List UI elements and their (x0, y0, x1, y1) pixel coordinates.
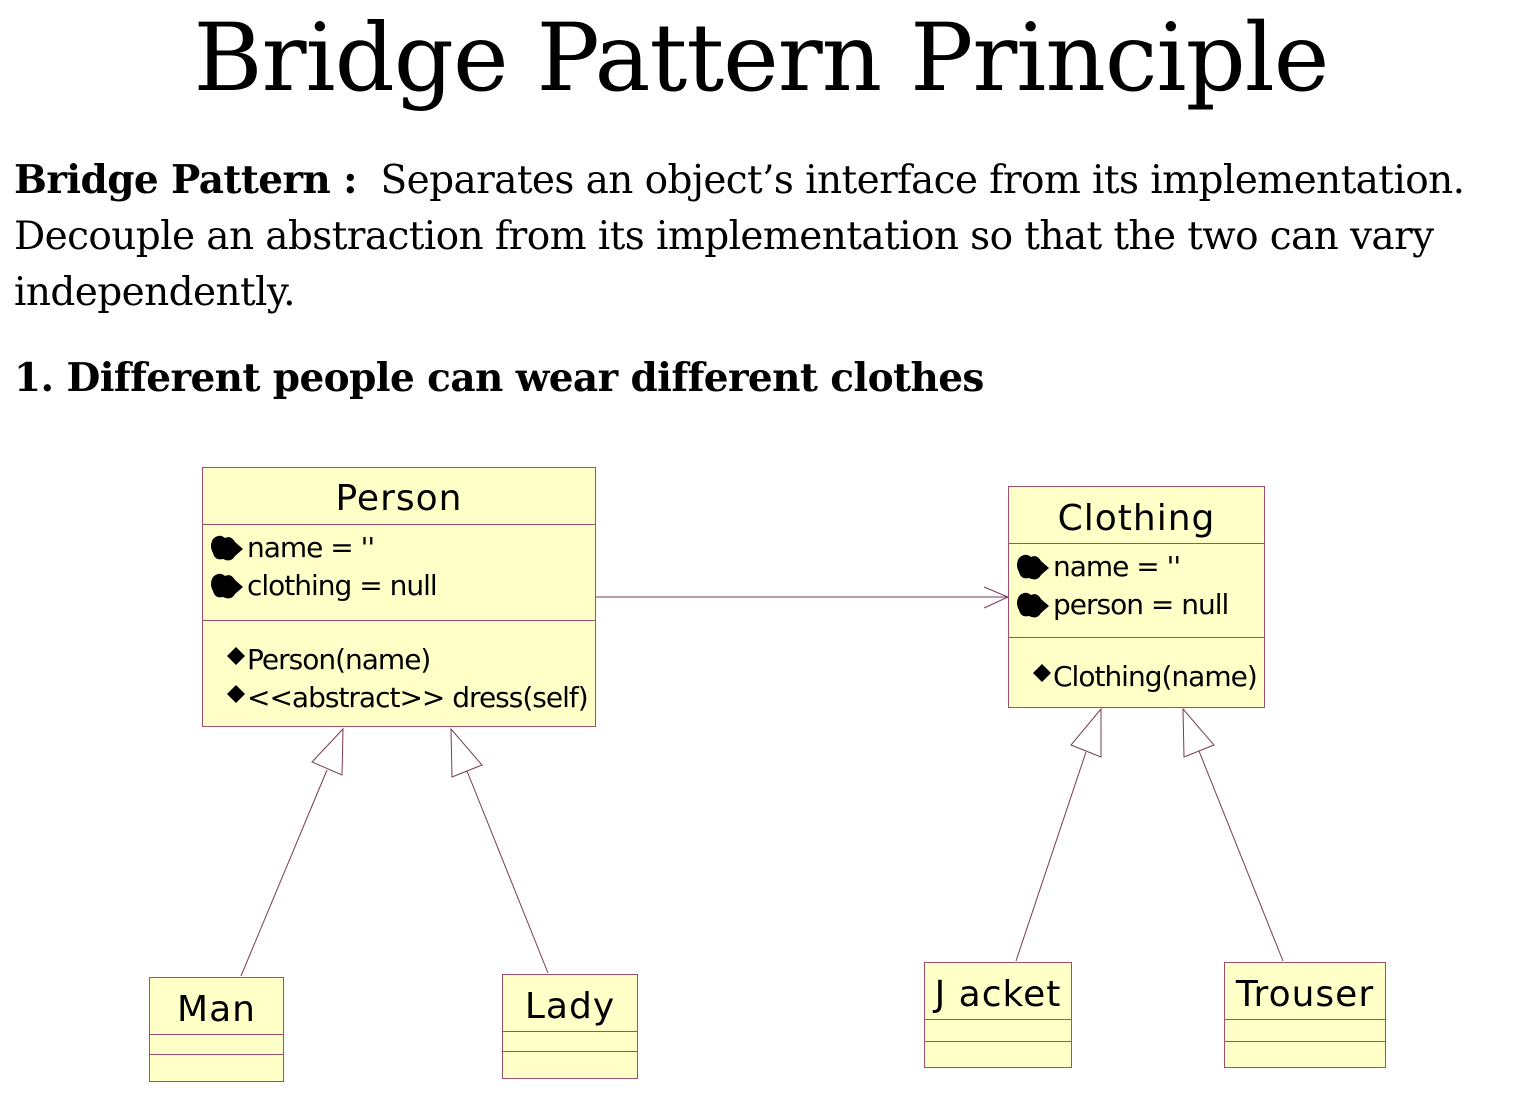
class-person: Person name = '' clothing = null Person(… (202, 467, 596, 727)
attributes-section (150, 1035, 283, 1055)
attributes-section (503, 1032, 637, 1052)
operations-section: Clothing(name) (1009, 638, 1264, 708)
attributes-section: name = '' clothing = null (203, 525, 595, 621)
attribute-row: name = '' (203, 529, 595, 567)
operation-diamond-icon (1033, 664, 1051, 682)
generalization-arrow-lady (450, 727, 483, 778)
generalization-line-lady (466, 770, 549, 974)
class-man: Man (149, 977, 284, 1082)
definition-paragraph: Bridge Pattern : Separates an object’s i… (14, 152, 1514, 321)
attribute-icon (211, 573, 243, 599)
attributes-section (1225, 1020, 1385, 1042)
attribute-row: name = '' (1009, 548, 1264, 586)
definition-text: Separates an object’s interface from its… (14, 158, 1465, 315)
operations-section (925, 1042, 1071, 1068)
generalization-line-trouser (1198, 750, 1284, 962)
operations-section: Person(name) <<abstract>> dress(self) (203, 621, 595, 727)
generalization-arrow-trouser (1182, 707, 1215, 758)
generalization-line-man (240, 769, 328, 977)
class-lady: Lady (502, 974, 638, 1079)
section-heading: 1. Different people can wear different c… (14, 355, 984, 401)
attributes-section: name = '' person = null (1009, 544, 1264, 638)
operation-diamond-icon (227, 647, 245, 665)
operations-section (1225, 1042, 1385, 1068)
definition-term: Bridge Pattern : (14, 157, 358, 203)
attribute-icon (211, 535, 243, 561)
operations-section (503, 1052, 637, 1079)
class-name: Clothing (1009, 487, 1264, 544)
class-jacket: J acket (924, 962, 1072, 1068)
class-trouser: Trouser (1224, 962, 1386, 1068)
class-name: J acket (925, 963, 1071, 1020)
operation-row: <<abstract>> dress(self) (203, 679, 595, 717)
generalization-arrow-man (311, 727, 344, 776)
operation-row: Person(name) (203, 641, 595, 679)
attributes-section (925, 1020, 1071, 1042)
association-arrowhead (983, 586, 1010, 609)
generalization-line-jacket (1015, 751, 1087, 962)
page-title: Bridge Pattern Principle (193, 4, 1330, 113)
class-name: Lady (503, 975, 637, 1032)
attribute-icon (1017, 592, 1049, 618)
attribute-row: clothing = null (203, 567, 595, 605)
class-name: Person (203, 468, 595, 525)
operation-diamond-icon (227, 685, 245, 703)
operations-section (150, 1055, 283, 1082)
class-name: Trouser (1225, 963, 1385, 1020)
generalization-arrow-jacket (1070, 707, 1102, 758)
operation-row: Clothing(name) (1009, 658, 1264, 696)
class-clothing: Clothing name = '' person = null Clothin… (1008, 486, 1265, 708)
class-name: Man (150, 978, 283, 1035)
attribute-row: person = null (1009, 586, 1264, 624)
attribute-icon (1017, 554, 1049, 580)
